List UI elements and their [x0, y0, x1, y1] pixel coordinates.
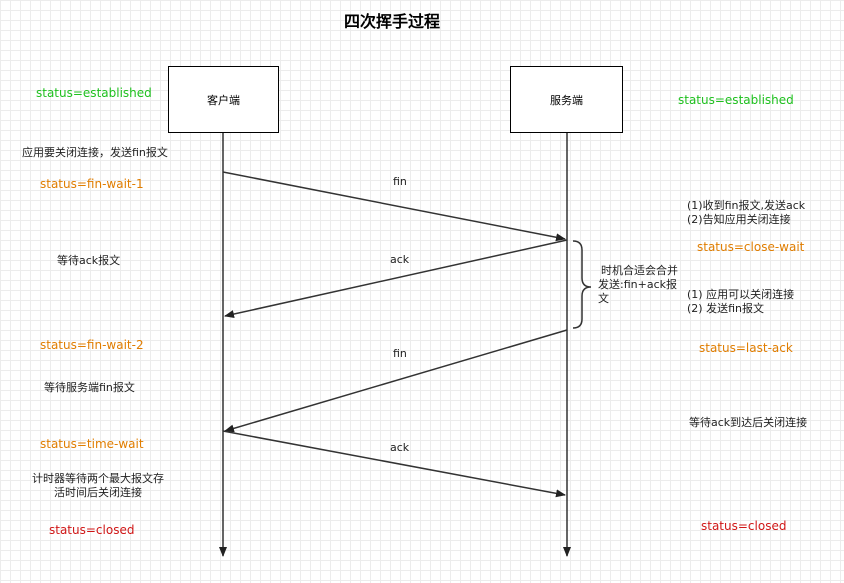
client-note-close: 应用要关闭连接，发送fin报文	[22, 146, 168, 159]
client-status-closed: status=closed	[49, 523, 135, 537]
server-note-recv-1: (1)收到fin报文,发送ack	[687, 199, 806, 212]
ack-arrow-2	[222, 430, 566, 498]
client-status-fin-wait-1: status=fin-wait-1	[40, 177, 144, 191]
server-note-app-2: (2) 发送fin报文	[687, 302, 764, 315]
server-note-wait-ack: 等待ack到达后关闭连接	[689, 416, 808, 429]
server-note-recv-2: (2)告知应用关闭连接	[687, 213, 791, 226]
server-note-app-1: (1) 应用可以关闭连接	[687, 288, 795, 301]
client-note-wait-ack: 等待ack报文	[57, 254, 121, 267]
client-status-time-wait: status=time-wait	[40, 437, 144, 451]
ack-label-1: ack	[390, 253, 410, 266]
server-label: 服务端	[550, 93, 583, 107]
client-note-wait-fin: 等待服务端fin报文	[44, 381, 135, 394]
client-status-fin-wait-2: status=fin-wait-2	[40, 338, 144, 352]
client-note-timer: 计时器等待两个最大报文存 活时间后关闭连接	[23, 472, 173, 500]
brace-note-line2: 发送:fin+ack报	[598, 278, 677, 291]
client-status-established: status=established	[36, 86, 152, 100]
client-note-timer-line1: 计时器等待两个最大报文存	[32, 472, 164, 485]
ack-arrow-1	[224, 239, 568, 318]
server-status-close-wait: status=close-wait	[697, 240, 805, 254]
fin-arrow-2	[224, 329, 568, 433]
server-status-established: status=established	[678, 93, 794, 107]
brace-note-line3: 文	[598, 292, 609, 305]
server-status-last-ack: status=last-ack	[699, 341, 793, 355]
fin-label-2: fin	[393, 347, 407, 360]
server-box: 服务端	[510, 66, 623, 133]
curly-brace	[572, 240, 592, 329]
client-box: 客户端	[168, 66, 279, 133]
brace-note-line1: 时机合适会合并	[601, 264, 678, 277]
page-title: 四次挥手过程	[343, 12, 440, 31]
server-status-closed: status=closed	[701, 519, 787, 533]
fin-label-1: fin	[393, 175, 407, 188]
ack-label-2: ack	[390, 441, 410, 454]
brace-note: 时机合适会合并 发送:fin+ack报 文	[598, 264, 678, 306]
fin-arrow-1	[222, 171, 566, 242]
client-note-timer-line2: 活时间后关闭连接	[54, 486, 142, 499]
client-label: 客户端	[207, 93, 240, 107]
